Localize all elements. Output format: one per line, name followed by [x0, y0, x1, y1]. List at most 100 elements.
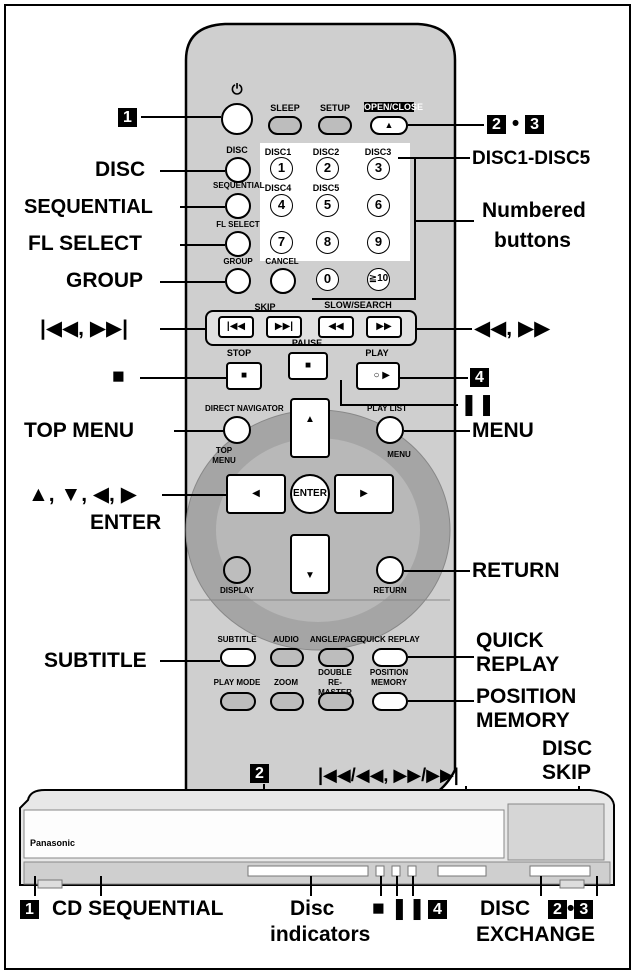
leader-bottom-open — [596, 876, 598, 896]
leader-bottom-play — [412, 876, 414, 896]
leader-top-menu — [174, 430, 224, 432]
number-button-0[interactable]: 0 — [316, 268, 339, 291]
number-button-8[interactable]: 8 — [316, 231, 339, 254]
number-button-5[interactable]: 5 — [316, 194, 339, 217]
callout-disc-indicators-1: Disc — [290, 897, 335, 920]
angle-page-button[interactable] — [318, 648, 354, 667]
left-arrow-button[interactable]: ◀ — [226, 474, 286, 514]
return-button[interactable] — [376, 556, 404, 584]
double-remaster-button[interactable] — [318, 692, 354, 711]
position-memory-button[interactable] — [372, 692, 408, 711]
play-mode-button[interactable] — [220, 692, 256, 711]
callout-return: RETURN — [472, 559, 560, 582]
leader-play — [400, 377, 468, 379]
cancel-button[interactable] — [270, 268, 296, 294]
skip-forward-button[interactable]: ▶▶| — [266, 316, 302, 338]
leader-open-close — [408, 124, 484, 126]
enter-button[interactable]: ENTER — [290, 474, 330, 514]
callout-bottom-play: 4 — [428, 898, 447, 920]
play-list-label: PLAY LIST — [366, 404, 407, 413]
leader-skip — [160, 328, 206, 330]
group-button[interactable] — [225, 268, 251, 294]
pause-button[interactable]: ■ — [288, 352, 328, 380]
callout-quick: QUICK — [476, 629, 544, 652]
top-menu-button[interactable] — [223, 416, 251, 444]
callout-cd-sequential: CD SEQUENTIAL — [52, 897, 224, 920]
right-arrow-button[interactable]: ▶ — [334, 474, 394, 514]
leader-bottom-stop — [380, 876, 382, 896]
leader-stop — [140, 377, 226, 379]
number-button-3[interactable]: 3 — [367, 157, 390, 180]
quick-replay-button[interactable] — [372, 648, 408, 667]
subtitle-button[interactable] — [220, 648, 256, 667]
slow-search-label: SLOW/SEARCH — [324, 300, 392, 310]
callout-numbered: Numbered — [482, 199, 586, 222]
open-close-button[interactable]: ▲ — [370, 116, 408, 135]
callout-memory: MEMORY — [476, 709, 570, 732]
leader-return — [404, 570, 470, 572]
callout-power: 1 — [118, 106, 137, 128]
position-memory-small-label: POSITION MEMORY — [369, 668, 409, 687]
cancel-label: CANCEL — [265, 257, 299, 266]
audio-label: AUDIO — [273, 635, 299, 644]
audio-button[interactable] — [270, 648, 304, 667]
number-button-9[interactable]: 9 — [367, 231, 390, 254]
number-button-7[interactable]: 7 — [270, 231, 293, 254]
callout-replay: REPLAY — [476, 653, 560, 676]
group-label: GROUP — [223, 257, 253, 266]
play-label: PLAY — [365, 348, 389, 358]
stop-button[interactable]: ■ — [226, 362, 262, 390]
callout-disc-skip-1: DISC — [542, 737, 593, 760]
leader-menu — [404, 430, 470, 432]
leader-bottom-pause — [396, 876, 398, 896]
leader-group — [160, 281, 225, 283]
disc5-label: DISC5 — [312, 183, 340, 193]
fl-select-button[interactable] — [225, 231, 251, 257]
leader-pause-vertical — [340, 380, 342, 405]
callout-tray: 2 — [250, 762, 269, 784]
callout-enter: ENTER — [90, 511, 162, 534]
sequential-button[interactable] — [225, 193, 251, 219]
callout-sequential: SEQUENTIAL — [24, 196, 153, 218]
leader-bottom-cd-sequential — [100, 876, 102, 896]
disc-button[interactable] — [225, 157, 251, 183]
number-button-10plus[interactable]: ≧10 — [367, 268, 390, 291]
number-button-1[interactable]: 1 — [270, 157, 293, 180]
down-arrow-button[interactable]: ▼ — [290, 534, 330, 594]
number-button-2[interactable]: 2 — [316, 157, 339, 180]
play-button[interactable]: ○ ▶ — [356, 362, 400, 390]
zoom-label: ZOOM — [274, 678, 298, 687]
up-arrow-button[interactable]: ▲ — [290, 398, 330, 458]
search-forward-button[interactable]: ▶▶ — [366, 316, 402, 338]
menu-button[interactable] — [376, 416, 404, 444]
skip-label: SKIP — [254, 302, 276, 312]
skip-back-button[interactable]: |◀◀ — [218, 316, 254, 338]
callout-play: 4 — [470, 366, 489, 388]
leader-disc1-5 — [398, 157, 470, 159]
zoom-button[interactable] — [270, 692, 304, 711]
leader-position-memory — [408, 700, 474, 702]
disc-label: DISC — [226, 145, 248, 155]
callout-bottom-stop-pause: ■ ❚❚ — [372, 897, 426, 920]
sequential-label: SEQUENTIAL — [213, 181, 265, 190]
subtitle-small-label: SUBTITLE — [217, 635, 257, 644]
power-button[interactable] — [221, 103, 253, 135]
leader-fl-select — [180, 244, 225, 246]
display-button[interactable] — [223, 556, 251, 584]
top-menu-small-label: TOP MENU — [212, 446, 236, 465]
leader-bottom-disc-exchange — [540, 876, 542, 896]
sleep-label: SLEEP — [270, 103, 300, 113]
fl-select-label: FL SELECT — [216, 220, 260, 229]
number-button-6[interactable]: 6 — [367, 194, 390, 217]
leader-power — [141, 116, 221, 118]
disc3-label: DISC3 — [364, 147, 392, 157]
leader-numbered-vertical — [414, 157, 416, 300]
leader-quick-replay — [408, 656, 474, 658]
sleep-button[interactable] — [268, 116, 302, 135]
leader-disc — [160, 170, 225, 172]
pause-label: PAUSE — [291, 338, 323, 348]
leader-numbered — [414, 220, 474, 222]
number-button-4[interactable]: 4 — [270, 194, 293, 217]
setup-button[interactable] — [318, 116, 352, 135]
search-back-button[interactable]: ◀◀ — [318, 316, 354, 338]
